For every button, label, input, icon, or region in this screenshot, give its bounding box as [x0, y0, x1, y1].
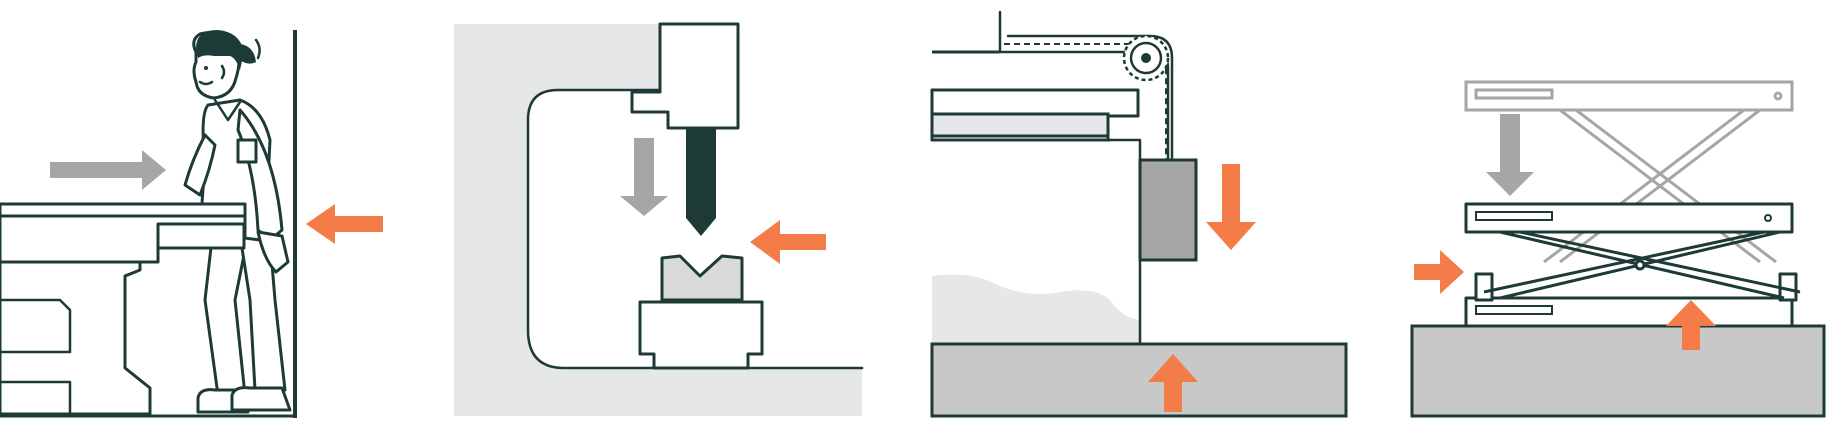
- orange-arrow-down: [1206, 164, 1256, 250]
- ground-slab: [930, 342, 1348, 418]
- panel-scissor-lift: [1410, 80, 1826, 418]
- upper-ram: [630, 22, 740, 130]
- panel-worker-crush: [0, 30, 383, 418]
- orange-arrow-right: [1414, 250, 1464, 294]
- orange-arrow-up: [1148, 354, 1198, 412]
- lift-platform: [1464, 202, 1794, 234]
- die-holder: [638, 300, 764, 370]
- sprocket-icon: [1122, 34, 1170, 82]
- grey-arrow-down: [620, 138, 668, 216]
- orange-arrow-up: [1666, 300, 1716, 350]
- grey-arrow-right: [50, 150, 166, 190]
- bending-die: [660, 254, 744, 302]
- scissor-arms: [1483, 230, 1801, 300]
- counterweight: [1138, 158, 1198, 262]
- terrain: [932, 274, 1140, 344]
- orange-arrow-left: [306, 204, 383, 244]
- panel-press-brake: [454, 22, 864, 416]
- panel-chain-counterweight: [930, 10, 1348, 418]
- orange-arrow-left: [750, 220, 826, 264]
- work-table: [0, 202, 247, 416]
- lift-base: [1464, 296, 1794, 328]
- press-frame: [454, 24, 862, 416]
- punch-tool: [686, 128, 716, 236]
- ground-slab: [1410, 324, 1826, 418]
- grey-arrow-down: [1486, 114, 1534, 196]
